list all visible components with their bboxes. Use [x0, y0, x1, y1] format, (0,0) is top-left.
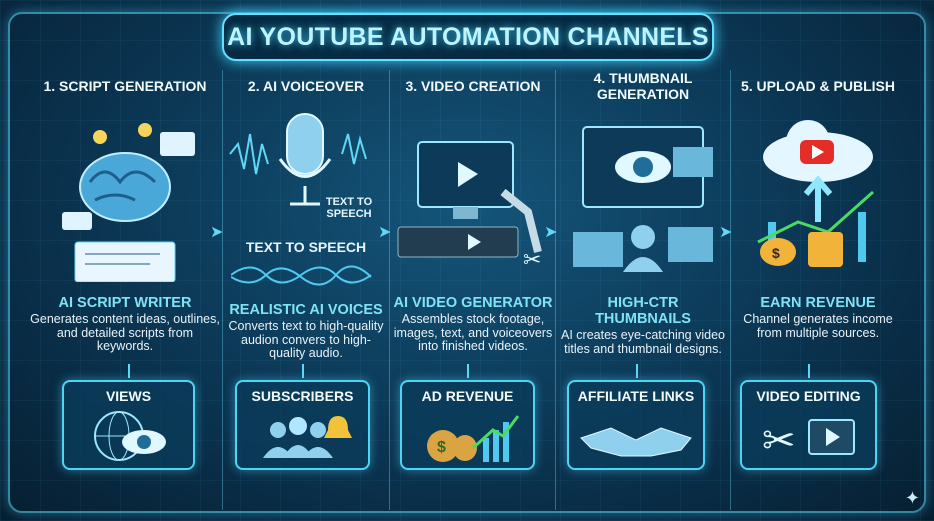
scissors-film-icon: ✂ — [762, 419, 855, 463]
affiliate-links-box: AFFILIATE LINKS — [567, 380, 705, 470]
step-label: 3. VIDEO CREATION — [405, 78, 541, 94]
box-label: SUBSCRIBERS — [251, 388, 354, 404]
subheading: TEXT TO SPEECH — [245, 239, 367, 255]
svg-text:$: $ — [437, 439, 446, 456]
step-video-creation: 3. VIDEO CREATION ✂ AI VIDEO GENERATOR A… — [392, 70, 554, 370]
divider — [222, 70, 223, 510]
video-editing-box: VIDEO EDITING ✂ — [740, 380, 877, 470]
step-label: 1. SCRIPT GENERATION — [43, 78, 207, 94]
thumbnail-icon — [558, 104, 728, 289]
connector — [128, 364, 130, 378]
money-bag-chart-icon: $ — [426, 415, 519, 462]
svg-text:✂: ✂ — [762, 419, 796, 463]
divider — [389, 70, 390, 510]
ad-revenue-box: AD REVENUE $ — [400, 380, 535, 470]
people-bell-icon — [262, 416, 352, 458]
page-title: AI YOUTUBE AUTOMATION CHANNELS — [222, 13, 714, 61]
step-heading: AI VIDEO GENERATOR — [393, 295, 553, 311]
step-heading: REALISTIC AI VOICES — [229, 302, 383, 318]
arrow-right-icon: ➤ — [378, 224, 392, 241]
connector — [467, 364, 469, 378]
step-script-generation: 1. SCRIPT GENERATION AI SCRIPT WRITER Ge… — [30, 70, 220, 370]
step-label: 2. AI VOICEOVER — [247, 78, 365, 94]
svg-text:$: $ — [772, 245, 780, 261]
small-label: TEXT TO SPEECH — [325, 196, 373, 220]
box-label: VIDEO EDITING — [756, 388, 861, 404]
arrow-right-icon: ➤ — [210, 224, 224, 241]
box-label: VIEWS — [105, 388, 152, 404]
step-description: AI creates eye-catching video titles and… — [561, 328, 725, 356]
step-heading: AI SCRIPT WRITER — [58, 295, 192, 311]
divider — [555, 70, 556, 510]
brain-icon — [30, 104, 220, 289]
sparkle-icon: ✦ — [904, 488, 920, 508]
step-heading: HIGH-CTR THUMBNAILS — [595, 295, 691, 327]
step-label: 4. THUMBNAIL GENERATION — [593, 70, 693, 102]
connector — [808, 364, 810, 378]
step-ai-voiceover: 2. AI VOICEOVER TEXT TO SPEECH TEXT TO S… — [225, 70, 387, 370]
step-heading: EARN REVENUE — [760, 295, 876, 311]
subscribers-box: SUBSCRIBERS — [235, 380, 370, 470]
views-box: VIEWS — [62, 380, 195, 470]
step-description: Channel generates income from multiple s… — [743, 312, 893, 340]
sound-wave-icon — [230, 265, 372, 286]
globe-eye-icon — [93, 411, 166, 461]
divider — [730, 70, 731, 510]
step-thumbnail-generation: 4. THUMBNAIL GENERATION HIGH-CTR THUMBNA… — [558, 70, 728, 370]
arrow-right-icon: ➤ — [719, 224, 733, 241]
microphone-icon: TEXT TO SPEECH — [225, 104, 387, 239]
step-description: Generates content ideas, outlines, and d… — [30, 312, 220, 353]
step-description: Assembles stock footage, images, text, a… — [393, 312, 553, 353]
connector — [636, 364, 638, 378]
cloud-revenue-icon: $ — [733, 104, 903, 289]
svg-text:✂: ✂ — [523, 247, 541, 272]
step-label: 5. UPLOAD & PUBLISH — [740, 78, 895, 94]
box-label: AFFILIATE LINKS — [577, 388, 695, 404]
step-upload-publish: 5. UPLOAD & PUBLISH $ EARN REVENUE Chann… — [733, 70, 903, 370]
connector — [302, 364, 304, 378]
arrow-right-icon: ➤ — [544, 224, 558, 241]
box-label: AD REVENUE — [421, 388, 514, 404]
video-editor-icon: ✂ — [392, 104, 554, 289]
handshake-icon — [580, 427, 692, 457]
step-description: Converts text to high-quality audion con… — [228, 319, 384, 360]
